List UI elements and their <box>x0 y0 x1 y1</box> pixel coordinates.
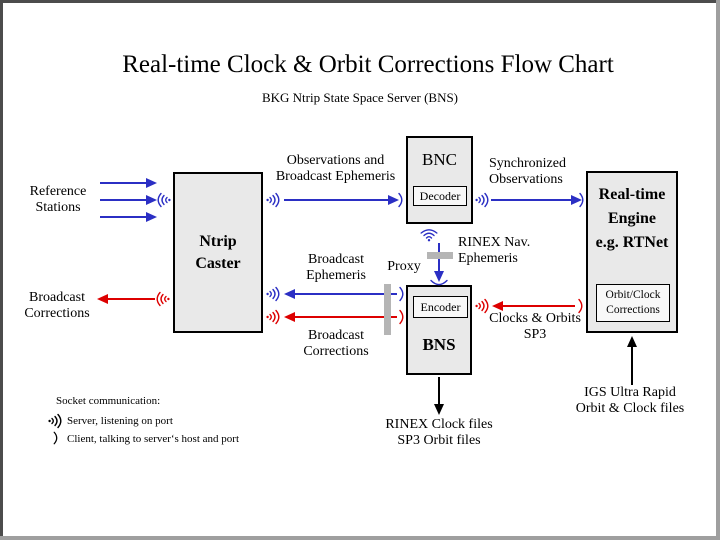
page-subtitle: BKG Ntrip State Space Server (BNS) <box>261 90 459 105</box>
socket-client-icon <box>52 430 60 446</box>
broadcast-corrections-arrowhead <box>97 294 108 304</box>
broadcast-ephemeris-label: Broadcast Ephemeris <box>306 252 366 283</box>
rinex-clock-files-label: RINEX Clock files SP3 Orbit files <box>385 417 493 448</box>
bnc-label: BNC <box>422 150 457 169</box>
socket-server-icon <box>157 191 171 209</box>
observations-broadcast-ephemeris-label: Observations and Broadcast Ephemeris <box>275 153 396 184</box>
socket-server-icon <box>266 191 280 209</box>
socket-client-icon <box>578 191 586 209</box>
socket-server-icon <box>475 191 489 209</box>
legend-server-text: Server, listening on port <box>67 415 173 427</box>
socket-server-icon <box>156 290 170 308</box>
socket-client-icon <box>398 285 406 303</box>
rinex-files-arrow-line <box>438 377 440 406</box>
observations-arrow-line <box>284 199 388 201</box>
reference-arrow-line <box>100 199 146 201</box>
reference-arrowhead <box>146 212 157 222</box>
igs-arrow-line <box>631 346 633 385</box>
encoder-box: Encoder <box>413 296 468 318</box>
rinex-nav-arrowhead <box>434 271 444 282</box>
reference-arrowhead <box>146 178 157 188</box>
broadcast-ephemeris-arrow-line <box>294 293 397 295</box>
broadcast-corrections-mid-arrow-line <box>294 316 397 318</box>
broadcast-ephemeris-arrowhead <box>284 289 295 299</box>
socket-server-down-icon <box>417 226 441 242</box>
rinex-files-arrowhead <box>434 404 444 415</box>
proxy-label: Proxy <box>387 259 421 274</box>
socket-client-icon <box>397 191 405 209</box>
ntrip-caster-box: Ntrip Caster <box>173 172 263 333</box>
synchronized-observations-arrow-line <box>491 199 571 201</box>
broadcast-corrections-mid-arrowhead <box>284 312 295 322</box>
socket-server-icon <box>266 285 280 303</box>
broadcast-corrections-mid-label: Broadcast Corrections <box>303 328 369 359</box>
frame-border-bottom <box>0 536 720 540</box>
socket-server-icon <box>266 308 280 326</box>
legend-client-text: Client, talking to server‘s host and por… <box>67 433 239 445</box>
synchronized-observations-label: Synchronized Observations <box>489 156 566 187</box>
decoder-box: Decoder <box>413 186 467 206</box>
observations-arrowhead <box>388 195 399 205</box>
ntrip-caster-label: Ntrip Caster <box>195 232 241 272</box>
orbit-clock-corrections-box: Orbit/Clock Corrections <box>596 284 670 322</box>
reference-arrow-line <box>100 216 146 218</box>
bns-label: BNS <box>422 335 456 354</box>
socket-client-icon <box>398 308 406 326</box>
clocks-orbits-arrowhead <box>492 301 503 311</box>
frame-border-right <box>716 0 720 540</box>
realtime-engine-label: Real-time Engine e.g. RTNet <box>595 186 669 251</box>
reference-arrowhead <box>146 195 157 205</box>
broadcast-corrections-left-label: Broadcast Corrections <box>24 290 90 321</box>
frame-border-left <box>0 0 3 540</box>
bnc-box: BNC Decoder <box>406 136 473 224</box>
page-title: Real-time Clock & Orbit Corrections Flow… <box>122 51 614 78</box>
igs-ultra-rapid-label: IGS Ultra Rapid Orbit & Clock files <box>575 385 685 416</box>
synchronized-observations-arrowhead <box>571 195 582 205</box>
reference-stations-label: Reference Stations <box>29 184 87 215</box>
reference-arrow-line <box>100 182 146 184</box>
proxy-bar-vertical <box>384 284 391 335</box>
igs-arrowhead <box>627 336 637 347</box>
broadcast-corrections-arrow-line <box>107 298 155 300</box>
rinex-nav-ephemeris-label: RINEX Nav. Ephemeris <box>458 235 531 266</box>
socket-server-icon <box>48 412 62 430</box>
socket-client-up-icon <box>429 279 449 287</box>
frame-border-top <box>0 0 720 3</box>
clocks-orbits-arrow-line <box>502 305 575 307</box>
realtime-engine-box: Real-time Engine e.g. RTNet Orbit/Clock … <box>586 171 678 333</box>
clocks-orbits-sp3-label: Clocks & Orbits SP3 <box>489 311 581 342</box>
legend-title: Socket communication: <box>56 395 161 407</box>
proxy-bar-horizontal <box>427 252 453 259</box>
bns-box: Encoder BNS <box>406 285 472 375</box>
